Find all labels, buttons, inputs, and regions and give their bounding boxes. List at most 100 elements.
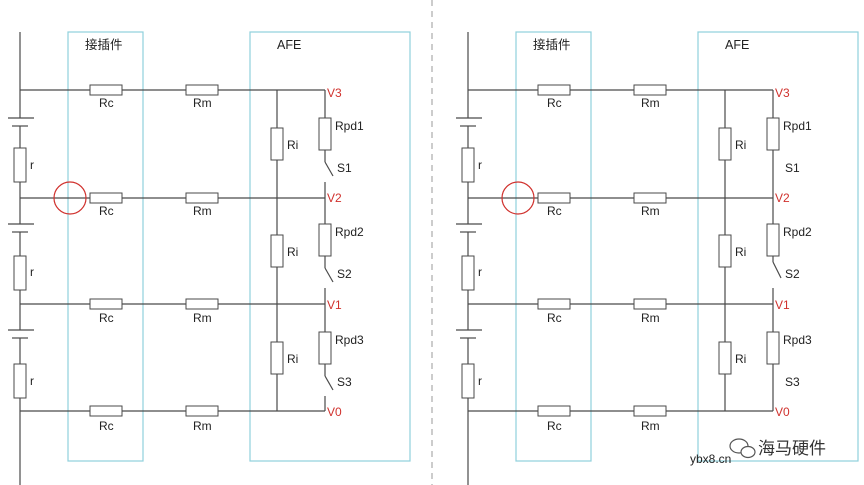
afe-label: AFE bbox=[725, 38, 749, 52]
rpd-label: Rpd2 bbox=[335, 225, 364, 239]
ri-resistor bbox=[718, 234, 732, 268]
node-label-v1: V1 bbox=[327, 298, 342, 312]
rc-resistor bbox=[537, 298, 571, 310]
watermark: 海马硬件 ybx8.cn bbox=[690, 438, 826, 466]
r-label: r bbox=[30, 265, 34, 279]
node-label-v0: V0 bbox=[775, 405, 790, 419]
connector-label: 接插件 bbox=[533, 37, 571, 52]
ri-resistor bbox=[270, 127, 284, 161]
internal-resistor bbox=[461, 255, 475, 291]
rc-label: Rc bbox=[99, 96, 114, 110]
watermark-site: ybx8.cn bbox=[690, 452, 731, 466]
rc-resistor bbox=[89, 405, 123, 417]
switch-label: S3 bbox=[337, 375, 352, 389]
internal-resistor bbox=[13, 363, 27, 399]
connector-box bbox=[67, 31, 144, 462]
switch-label: S2 bbox=[337, 267, 352, 281]
rc-label: Rc bbox=[547, 419, 562, 433]
rm-resistor bbox=[185, 405, 219, 417]
rm-label: Rm bbox=[641, 96, 660, 110]
ri-label: Ri bbox=[287, 245, 298, 259]
r-label: r bbox=[30, 374, 34, 388]
rpd-resistor bbox=[318, 331, 332, 365]
rc-resistor bbox=[89, 84, 123, 96]
switch-label: S2 bbox=[785, 267, 800, 281]
internal-resistor bbox=[13, 147, 27, 183]
rc-resistor bbox=[89, 298, 123, 310]
internal-resistor bbox=[461, 147, 475, 183]
ri-resistor bbox=[718, 341, 732, 375]
switch-blade bbox=[324, 375, 334, 391]
rc-resistor bbox=[537, 192, 571, 204]
rpd-resistor bbox=[318, 223, 332, 257]
ri-label: Ri bbox=[735, 245, 746, 259]
rm-label: Rm bbox=[641, 311, 660, 325]
rm-resistor bbox=[633, 192, 667, 204]
rm-resistor bbox=[633, 84, 667, 96]
node-label-v3: V3 bbox=[775, 86, 790, 100]
rc-label: Rc bbox=[99, 204, 114, 218]
rpd-resistor bbox=[766, 331, 780, 365]
rm-resistor bbox=[185, 84, 219, 96]
r-label: r bbox=[478, 374, 482, 388]
rc-label: Rc bbox=[547, 204, 562, 218]
rc-label: Rc bbox=[99, 419, 114, 433]
rc-label: Rc bbox=[99, 311, 114, 325]
switch-label: S1 bbox=[337, 161, 352, 175]
switch-label: S1 bbox=[785, 161, 800, 175]
ri-label: Ri bbox=[735, 352, 746, 366]
rc-resistor bbox=[537, 84, 571, 96]
switch-blade bbox=[324, 161, 334, 177]
wechat-icon bbox=[729, 438, 756, 459]
r-label: r bbox=[478, 265, 482, 279]
watermark-brand: 海马硬件 bbox=[758, 439, 826, 459]
switch-label: S3 bbox=[785, 375, 800, 389]
rpd-label: Rpd2 bbox=[783, 225, 812, 239]
node-label-v1: V1 bbox=[775, 298, 790, 312]
ri-resistor bbox=[270, 234, 284, 268]
afe-box bbox=[249, 31, 411, 462]
internal-resistor bbox=[461, 363, 475, 399]
rpd-label: Rpd3 bbox=[335, 333, 364, 347]
rm-resistor bbox=[633, 298, 667, 310]
rpd-label: Rpd1 bbox=[783, 119, 812, 133]
node-label-v3: V3 bbox=[327, 86, 342, 100]
ri-label: Ri bbox=[287, 138, 298, 152]
rpd-label: Rpd3 bbox=[783, 333, 812, 347]
rm-label: Rm bbox=[193, 204, 212, 218]
rc-resistor bbox=[89, 192, 123, 204]
afe-label: AFE bbox=[277, 38, 301, 52]
rc-resistor bbox=[537, 405, 571, 417]
rpd-resistor bbox=[766, 117, 780, 151]
r-label: r bbox=[30, 158, 34, 172]
switch-blade bbox=[772, 261, 782, 279]
node-label-v2: V2 bbox=[327, 191, 342, 205]
connector-box bbox=[515, 31, 592, 462]
panel-left: 接插件 AFE r r r Rc Rm Rc Rm bbox=[8, 31, 411, 485]
rm-label: Rm bbox=[641, 204, 660, 218]
rm-resistor bbox=[633, 405, 667, 417]
panel-right: 接插件 AFE r r r Rc Rm Rc Rm bbox=[456, 31, 859, 485]
rpd-label: Rpd1 bbox=[335, 119, 364, 133]
ri-resistor bbox=[270, 341, 284, 375]
internal-resistor bbox=[13, 255, 27, 291]
ri-label: Ri bbox=[735, 138, 746, 152]
ri-resistor bbox=[718, 127, 732, 161]
node-label-v2: V2 bbox=[775, 191, 790, 205]
fault-marker-circle bbox=[501, 181, 535, 215]
rm-label: Rm bbox=[193, 96, 212, 110]
rm-label: Rm bbox=[193, 419, 212, 433]
afe-box bbox=[697, 31, 859, 462]
rc-label: Rc bbox=[547, 311, 562, 325]
rm-label: Rm bbox=[641, 419, 660, 433]
rm-resistor bbox=[185, 298, 219, 310]
fault-marker-circle bbox=[53, 181, 87, 215]
switch-blade bbox=[324, 267, 334, 283]
rm-resistor bbox=[185, 192, 219, 204]
rpd-resistor bbox=[318, 117, 332, 151]
ri-label: Ri bbox=[287, 352, 298, 366]
r-label: r bbox=[478, 158, 482, 172]
rpd-resistor bbox=[766, 223, 780, 257]
connector-label: 接插件 bbox=[85, 37, 123, 52]
